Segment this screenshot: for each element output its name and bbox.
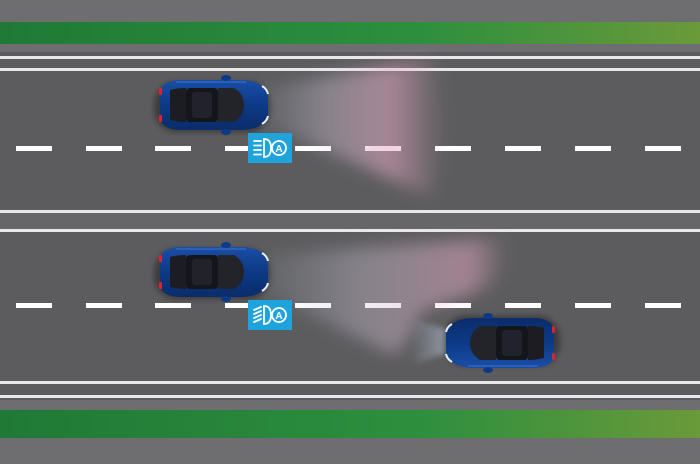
upper-lane-divider bbox=[16, 146, 681, 151]
median-line-upper bbox=[0, 210, 700, 213]
svg-text:A: A bbox=[275, 311, 282, 322]
median-line-lower bbox=[0, 229, 700, 232]
upper-car bbox=[154, 75, 270, 135]
auto-high-beam-icon: A bbox=[253, 305, 287, 325]
top-grass-verge bbox=[0, 22, 700, 44]
upper-road-edge-line bbox=[0, 56, 700, 59]
oncoming-car bbox=[444, 313, 560, 373]
auto-high-beam-icon: A bbox=[253, 138, 287, 158]
adaptive-beam-light-cone bbox=[262, 238, 507, 355]
bottom-grass-verge bbox=[0, 410, 700, 438]
oncoming-headlight-glow bbox=[410, 318, 448, 366]
high-beam-light-cone bbox=[262, 58, 445, 196]
auto-high-beam-badge-upper: A bbox=[248, 133, 292, 163]
svg-text:A: A bbox=[275, 144, 282, 155]
auto-high-beam-badge-lower: A bbox=[248, 300, 292, 330]
lower-road-edge-line bbox=[0, 381, 700, 384]
lower-car bbox=[154, 242, 270, 302]
